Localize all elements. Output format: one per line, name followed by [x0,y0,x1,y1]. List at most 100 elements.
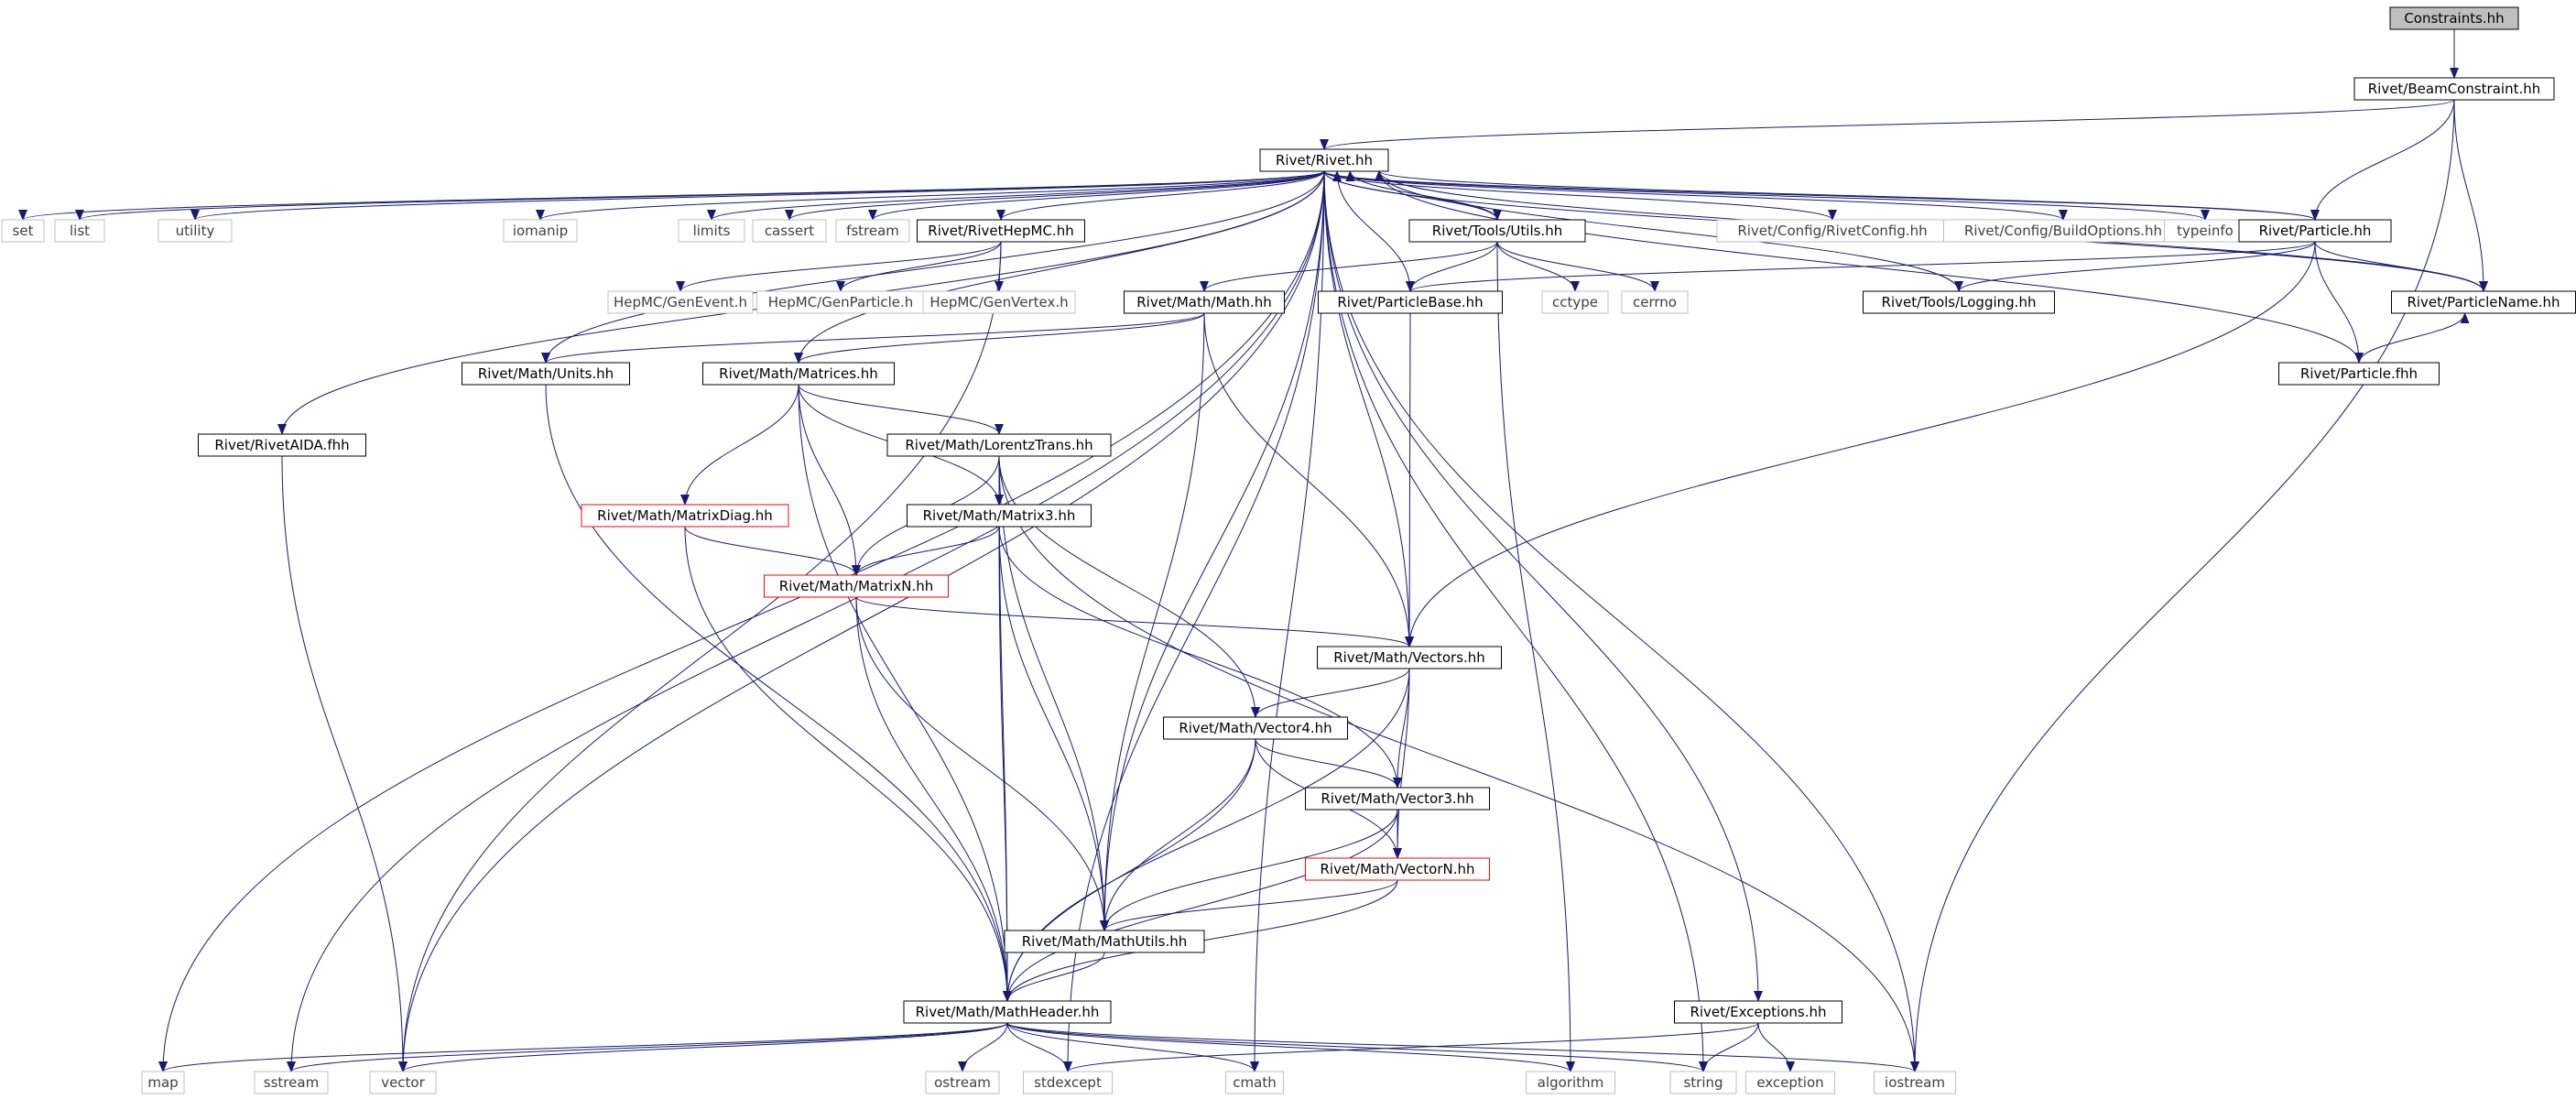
node-box [922,290,1076,314]
edge-rivet-to-units [541,170,1325,364]
node-buildoptions: Rivet/Config/BuildOptions.hh [1943,219,2183,243]
node-vector4[interactable]: Rivet/Math/Vector4.hh [1163,716,1348,740]
node-label: Rivet/Math/Vector4.hh [1179,720,1331,736]
node-label: algorithm [1538,1074,1603,1091]
node-label: Rivet/Rivet.hh [1276,152,1373,169]
node-label: Rivet/BeamConstraint.hh [2368,81,2541,97]
node-box [254,1071,329,1094]
node-exceptions[interactable]: Rivet/Exceptions.hh [1674,1000,1842,1024]
node-list: list [54,219,105,243]
node-logging[interactable]: Rivet/Tools/Logging.hh [1863,290,2055,314]
node-vectorn[interactable]: Rivet/Math/VectorN.hh [1305,857,1490,881]
node-units[interactable]: Rivet/Math/Units.hh [462,362,630,386]
node-box [752,219,827,243]
edge-exceptions-to-stdexcept [1063,1022,1759,1072]
node-particlebase[interactable]: Rivet/ParticleBase.hh [1318,290,1503,314]
node-label: list [70,223,90,239]
node-box [1408,219,1586,243]
node-constraints[interactable]: Constraints.hh [2389,6,2519,30]
node-label: Rivet/Math/Matrices.hh [719,365,878,382]
node-mathheader[interactable]: Rivet/Math/MathHeader.hh [903,1000,1112,1024]
node-box [1674,1000,1842,1024]
edge-mathheader-to-sstream [287,1022,1008,1072]
node-cmath: cmath [1225,1071,1284,1094]
node-label: Rivet/RivetHepMC.hh [928,223,1073,239]
node-particle[interactable]: Rivet/Particle.hh [2238,219,2392,243]
edge-matrix3-to-mathheader [998,526,1012,1002]
node-label: Rivet/Math/Matrix3.hh [923,507,1076,524]
node-cassert: cassert [752,219,827,243]
node-rivetaida[interactable]: Rivet/RivetAIDA.fhh [198,433,366,457]
edge-beamconstraint-to-particle [2310,99,2455,221]
node-label: Rivet/Math/MatrixDiag.hh [597,507,773,524]
edge-matrices-to-lorentz [798,384,1004,435]
node-box [1526,1071,1615,1094]
node-label: cerrno [1633,294,1677,310]
edge-mathheader-to-ostream [958,1022,1008,1072]
node-rivet[interactable]: Rivet/Rivet.hh [1259,148,1389,172]
edge-rivet-to-buildoptions [1323,170,2068,221]
edge-beamconstraint-to-rivet [1320,99,2455,150]
node-box [2238,219,2392,243]
node-particlefhh[interactable]: Rivet/Particle.fhh [2278,362,2440,386]
edge-particle-to-particlefhh [2314,241,2364,364]
node-label: HepMC/GenParticle.h [768,294,914,310]
node-box [462,362,630,386]
edge-rivet-to-limits [707,170,1325,221]
node-box [925,1071,1000,1094]
edge-particlebase-to-vectors [1405,312,1415,647]
node-cctype: cctype [1541,290,1609,314]
node-lorentz[interactable]: Rivet/Math/LorentzTrans.hh [886,433,1112,457]
edge-rivet-to-list [75,170,1325,221]
node-label: Rivet/Math/Vectors.hh [1333,649,1485,666]
node-beamconstraint[interactable]: Rivet/BeamConstraint.hh [2353,77,2555,101]
node-matrices[interactable]: Rivet/Math/Matrices.hh [702,362,895,386]
node-label: cmath [1233,1074,1276,1091]
node-matrix3[interactable]: Rivet/Math/Matrix3.hh [907,504,1092,528]
node-exception: exception [1745,1071,1835,1094]
edge-beamconstraint-to-iostream [1910,99,2455,1072]
edge-matrixn-to-mathutils [855,596,1109,931]
node-vectors[interactable]: Rivet/Math/Vectors.hh [1317,646,1502,669]
node-label: HepMC/GenEvent.h [614,294,747,310]
edge-matrix3-to-vector3 [998,526,1402,789]
node-sstream: sstream [254,1071,329,1094]
node-label: Rivet/Exceptions.hh [1690,1004,1826,1020]
node-vector3[interactable]: Rivet/Math/Vector3.hh [1305,787,1490,811]
edge-rivet-to-map [158,170,1325,1072]
edge-mathmath-to-matrices [794,312,1205,364]
node-box [1863,290,2055,314]
node-toolsutils[interactable]: Rivet/Tools/Utils.hh [1408,219,1586,243]
node-box [1,219,45,243]
edge-matrices-to-matrixdiag [680,384,799,506]
node-box [503,219,578,243]
node-mathmath[interactable]: Rivet/Math/Math.hh [1124,290,1285,314]
node-box [1745,1071,1835,1094]
node-mathutils[interactable]: Rivet/Math/MathUtils.hh [1004,930,1205,953]
node-label: sstream [264,1074,319,1091]
node-cerrno: cerrno [1621,290,1689,314]
node-matrixn[interactable]: Rivet/Math/MatrixN.hh [764,574,949,598]
node-label: Rivet/Math/LorentzTrans.hh [905,437,1092,453]
edge-vector4-to-mathutils [1100,738,1256,931]
edge-logging-to-rivet [1375,170,1960,292]
edge-rivethepmc-to-vector [398,241,1002,1072]
node-box [369,1071,437,1094]
node-matrixdiag[interactable]: Rivet/Math/MatrixDiag.hh [581,504,789,528]
edge-rivet-to-matrices [794,170,1325,364]
node-label: Rivet/ParticleBase.hh [1337,294,1483,310]
node-box [1259,148,1389,172]
edge-rivet-to-vector [398,170,1325,1072]
node-particlename[interactable]: Rivet/ParticleName.hh [2391,290,2576,314]
node-iostream: iostream [1874,1071,1956,1094]
edge-rivet-to-mathutils [1100,170,1325,931]
node-box [903,1000,1112,1024]
edge-beamconstraint-to-particlename [2453,99,2488,292]
node-label: Rivet/Particle.hh [2259,223,2372,239]
node-fstream: fstream [835,219,910,243]
edge-vectorn-to-mathutils [1100,879,1398,931]
node-box [2353,77,2555,101]
node-rivethepmc[interactable]: Rivet/RivetHepMC.hh [917,219,1085,243]
edges-layer [18,29,2488,1072]
edge-particlefhh-to-rivet [1375,170,2360,364]
